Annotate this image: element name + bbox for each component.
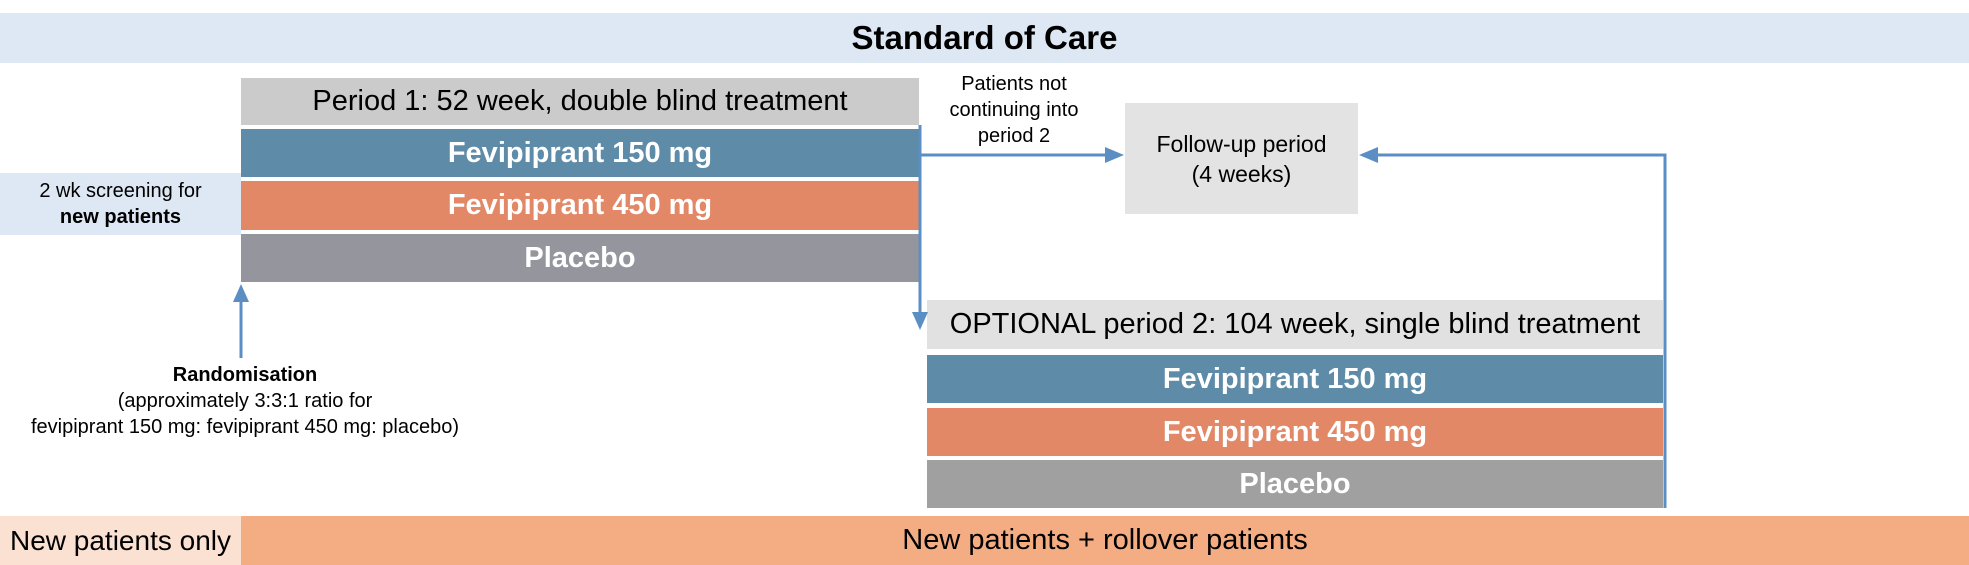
period2-to-followup-arrow	[1376, 153, 1667, 508]
followup-box: Follow-up period (4 weeks)	[1125, 103, 1358, 214]
screening-box: 2 wk screening for new patients	[0, 173, 241, 235]
not-continuing-line1: Patients not	[961, 73, 1067, 95]
arrowhead-left-icon	[1359, 147, 1378, 163]
randomisation-line1: (approximately 3:3:1 ratio for	[117, 390, 373, 412]
period2-arm-150mg: Fevipiprant 150 mg	[927, 355, 1663, 403]
new-and-rollover-bar: New patients + rollover patients	[241, 516, 1969, 565]
arrowhead-down-icon	[912, 312, 928, 330]
randomisation-note: Randomisation (approximately 3:3:1 ratio…	[0, 360, 490, 442]
new-patients-only-bar: New patients only	[0, 516, 241, 565]
period2-arm-450mg: Fevipiprant 450 mg	[927, 408, 1663, 456]
period2-header: OPTIONAL period 2: 104 week, single blin…	[927, 300, 1663, 349]
followup-line2: (4 weeks)	[1191, 160, 1292, 187]
randomisation-line2: fevipiprant 150 mg: fevipiprant 450 mg: …	[30, 416, 460, 438]
arrowhead-right-icon	[1105, 147, 1124, 163]
period1-header: Period 1: 52 week, double blind treatmen…	[241, 78, 919, 125]
period1-arm-placebo: Placebo	[241, 234, 919, 282]
arrowhead-up-icon	[233, 284, 249, 302]
randomisation-title: Randomisation	[172, 364, 318, 386]
not-continuing-note: Patients not continuing into period 2	[924, 70, 1104, 150]
period1-arm-450mg: Fevipiprant 450 mg	[241, 181, 919, 230]
screening-line2: new patients	[59, 206, 182, 228]
period1-arm-150mg: Fevipiprant 150 mg	[241, 129, 919, 177]
not-continuing-line3: period 2	[977, 125, 1051, 147]
standard-of-care-banner: Standard of Care	[0, 13, 1969, 63]
screening-line1: 2 wk screening for	[39, 180, 202, 202]
followup-line1: Follow-up period	[1156, 130, 1327, 157]
not-continuing-line2: continuing into	[949, 99, 1079, 121]
period2-arm-placebo: Placebo	[927, 460, 1663, 508]
